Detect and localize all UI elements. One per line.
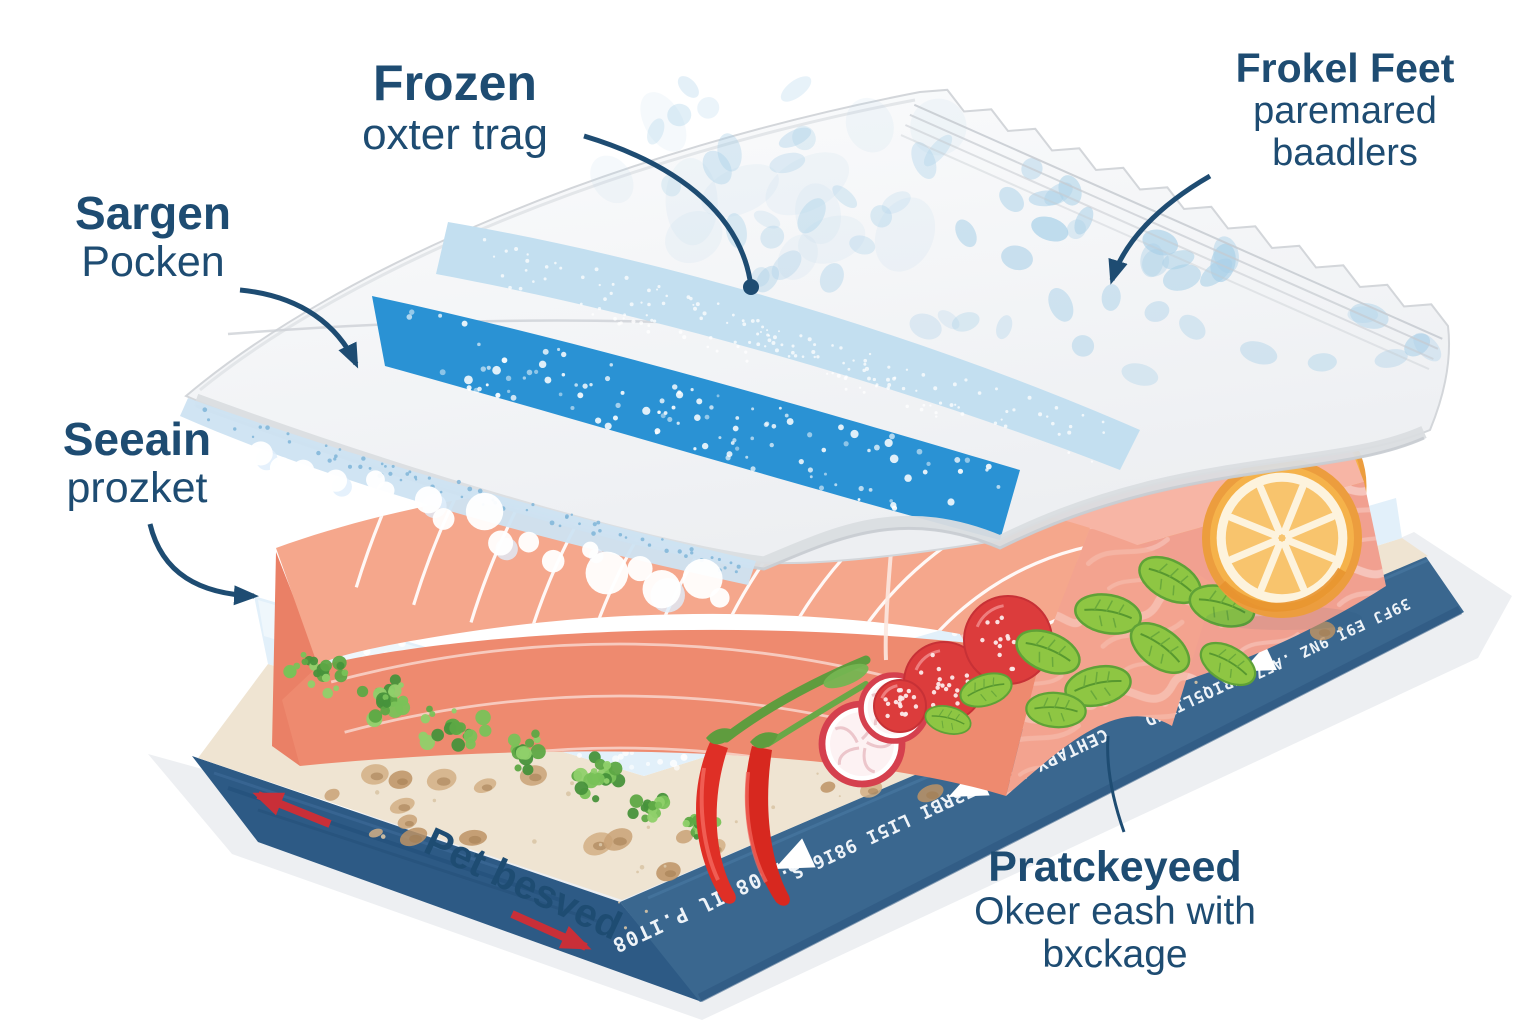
- sargen-title: Sargen: [75, 187, 231, 239]
- red-arrow-right: [510, 910, 592, 951]
- sargen-label: Sargen Pocken: [28, 188, 278, 286]
- frozen-subtitle: oxter trag: [362, 110, 548, 159]
- seeain-arrow: [147, 523, 259, 606]
- frozen-bag: [184, 76, 1451, 571]
- whole-orange: [1202, 458, 1362, 630]
- packed-line2: bxckage: [1042, 933, 1188, 977]
- frozen-label: Frozen oxter trag: [300, 56, 610, 159]
- frokel-line1: paremared: [1253, 90, 1437, 133]
- bag-frost-edge: [180, 398, 756, 613]
- packed-line1: Okeer eash with: [974, 890, 1256, 934]
- packed-title: Pratckeyeed: [988, 843, 1242, 891]
- frozen-connector-line: [583, 133, 753, 281]
- garnish-layer: [283, 555, 1257, 906]
- seeain-title: Seeain: [62, 413, 212, 465]
- frokel-title: Frokel Feet: [1235, 45, 1455, 91]
- frokel-arrow: [1108, 173, 1212, 285]
- pratckeyeed-label: Pratckeyeed Okeer eash with bxckage: [920, 843, 1310, 977]
- chili-peppers: [696, 655, 871, 906]
- parsley-garnish: [283, 651, 892, 840]
- sargen-arrow: [239, 287, 359, 369]
- frokel-line2: baadlers: [1272, 131, 1418, 174]
- seeain-subtitle: prozket: [66, 463, 208, 512]
- frokel-label: Frokel Feet paremared baadlers: [1160, 45, 1530, 175]
- seeain-label: Seeain prozket: [12, 414, 262, 512]
- annotation-arrows: [147, 133, 1212, 951]
- sargen-subtitle: Pocken: [81, 237, 225, 286]
- packed-connector-line: [1106, 735, 1126, 833]
- frozen-title: Frozen: [373, 55, 537, 111]
- frozen-connector-dot: [743, 279, 759, 295]
- red-arrow-left: [252, 791, 332, 828]
